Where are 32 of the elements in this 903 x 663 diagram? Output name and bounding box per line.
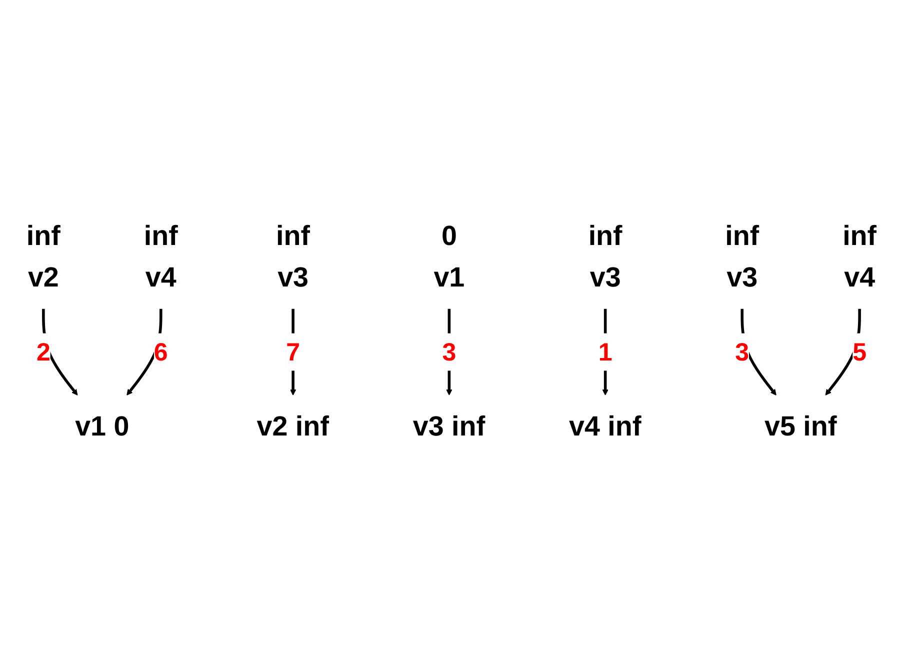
- node-text: v3: [590, 262, 621, 294]
- node-text: v2: [256, 411, 288, 442]
- edge-label: 3: [442, 338, 456, 366]
- node-label: inf: [725, 220, 760, 252]
- node-text: v5: [764, 411, 796, 442]
- node-text: v3: [278, 262, 309, 294]
- node-text: v4: [568, 411, 600, 442]
- edge-label: 3: [735, 338, 750, 366]
- node-label: 0: [441, 220, 457, 252]
- node-label: inf: [608, 411, 642, 442]
- edge-label: 6: [154, 338, 168, 366]
- node-label: inf: [588, 220, 622, 252]
- edge-label: 7: [286, 338, 300, 366]
- node-label: inf: [26, 220, 60, 252]
- edge-label: 1: [598, 338, 612, 366]
- graph-drawing: 2 6 7 3 1 3 5 inf v2 inf v4 v1 0 inf v3 v2 inf 0 v1 v3 inf inf v3 v4 inf inf v3 inf v4 v5 inf: [25, 220, 878, 444]
- edge-label: 2: [36, 338, 50, 366]
- node-label: inf: [295, 411, 330, 442]
- node-text: v1: [75, 411, 106, 442]
- node-text: v2: [28, 262, 59, 294]
- node-label: inf: [276, 220, 310, 252]
- node-text: v3: [412, 411, 444, 442]
- node-text: v4: [145, 262, 176, 294]
- node-text: v4: [844, 262, 876, 294]
- node-label: inf: [842, 220, 877, 252]
- node-label: inf: [803, 411, 838, 442]
- node-label: inf: [144, 220, 178, 252]
- node-text: v1: [434, 262, 465, 294]
- node-text: v3: [726, 262, 758, 294]
- node-label: inf: [452, 411, 486, 442]
- edge-label: 5: [852, 338, 867, 366]
- node-label: 0: [114, 411, 130, 442]
